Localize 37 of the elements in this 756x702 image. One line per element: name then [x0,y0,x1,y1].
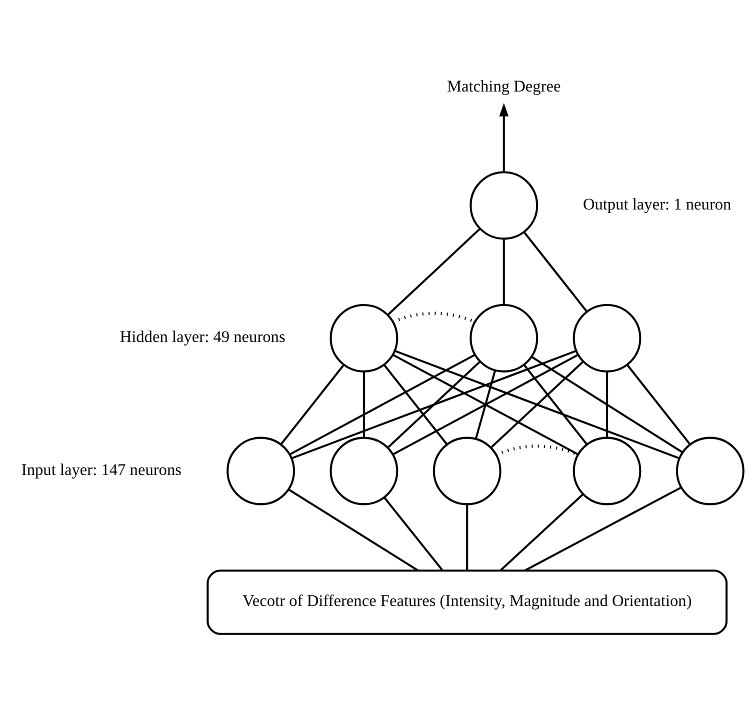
connector [502,238,505,304]
node-circle [572,304,642,372]
connector [280,364,345,445]
connector [288,488,419,571]
node-circle [226,436,296,505]
node-circle [470,170,538,240]
connector [523,230,588,312]
connector [384,496,444,570]
connector [466,504,468,570]
connector [292,349,577,459]
node-text: Matching Degree [446,76,561,95]
node-circle [572,436,642,505]
node-label: Hidden layer: 49 neurons [120,326,286,346]
connector [392,353,579,455]
connector [387,360,481,448]
connector [362,371,365,438]
node-circle [676,436,744,505]
node-circle [330,304,398,372]
node-circle [470,304,538,372]
connector [387,228,481,316]
connector [626,364,691,445]
connector [474,370,496,439]
connector [531,356,684,453]
connector [500,492,584,571]
connector [606,371,608,438]
connector [490,360,584,448]
node-label: Input layer: 147 neurons [21,459,182,478]
connector [289,353,476,455]
arrow [499,102,509,172]
node-circle [330,436,398,505]
node-circle [432,436,502,505]
connector [523,364,588,445]
connector [394,349,680,459]
node-box: Vecotr of Difference Features (Intensity, Magnitude and Orientation) [206,569,728,634]
node-label: Output layer: 1 neuron [582,194,732,213]
connector [383,364,448,445]
connector [524,486,682,571]
